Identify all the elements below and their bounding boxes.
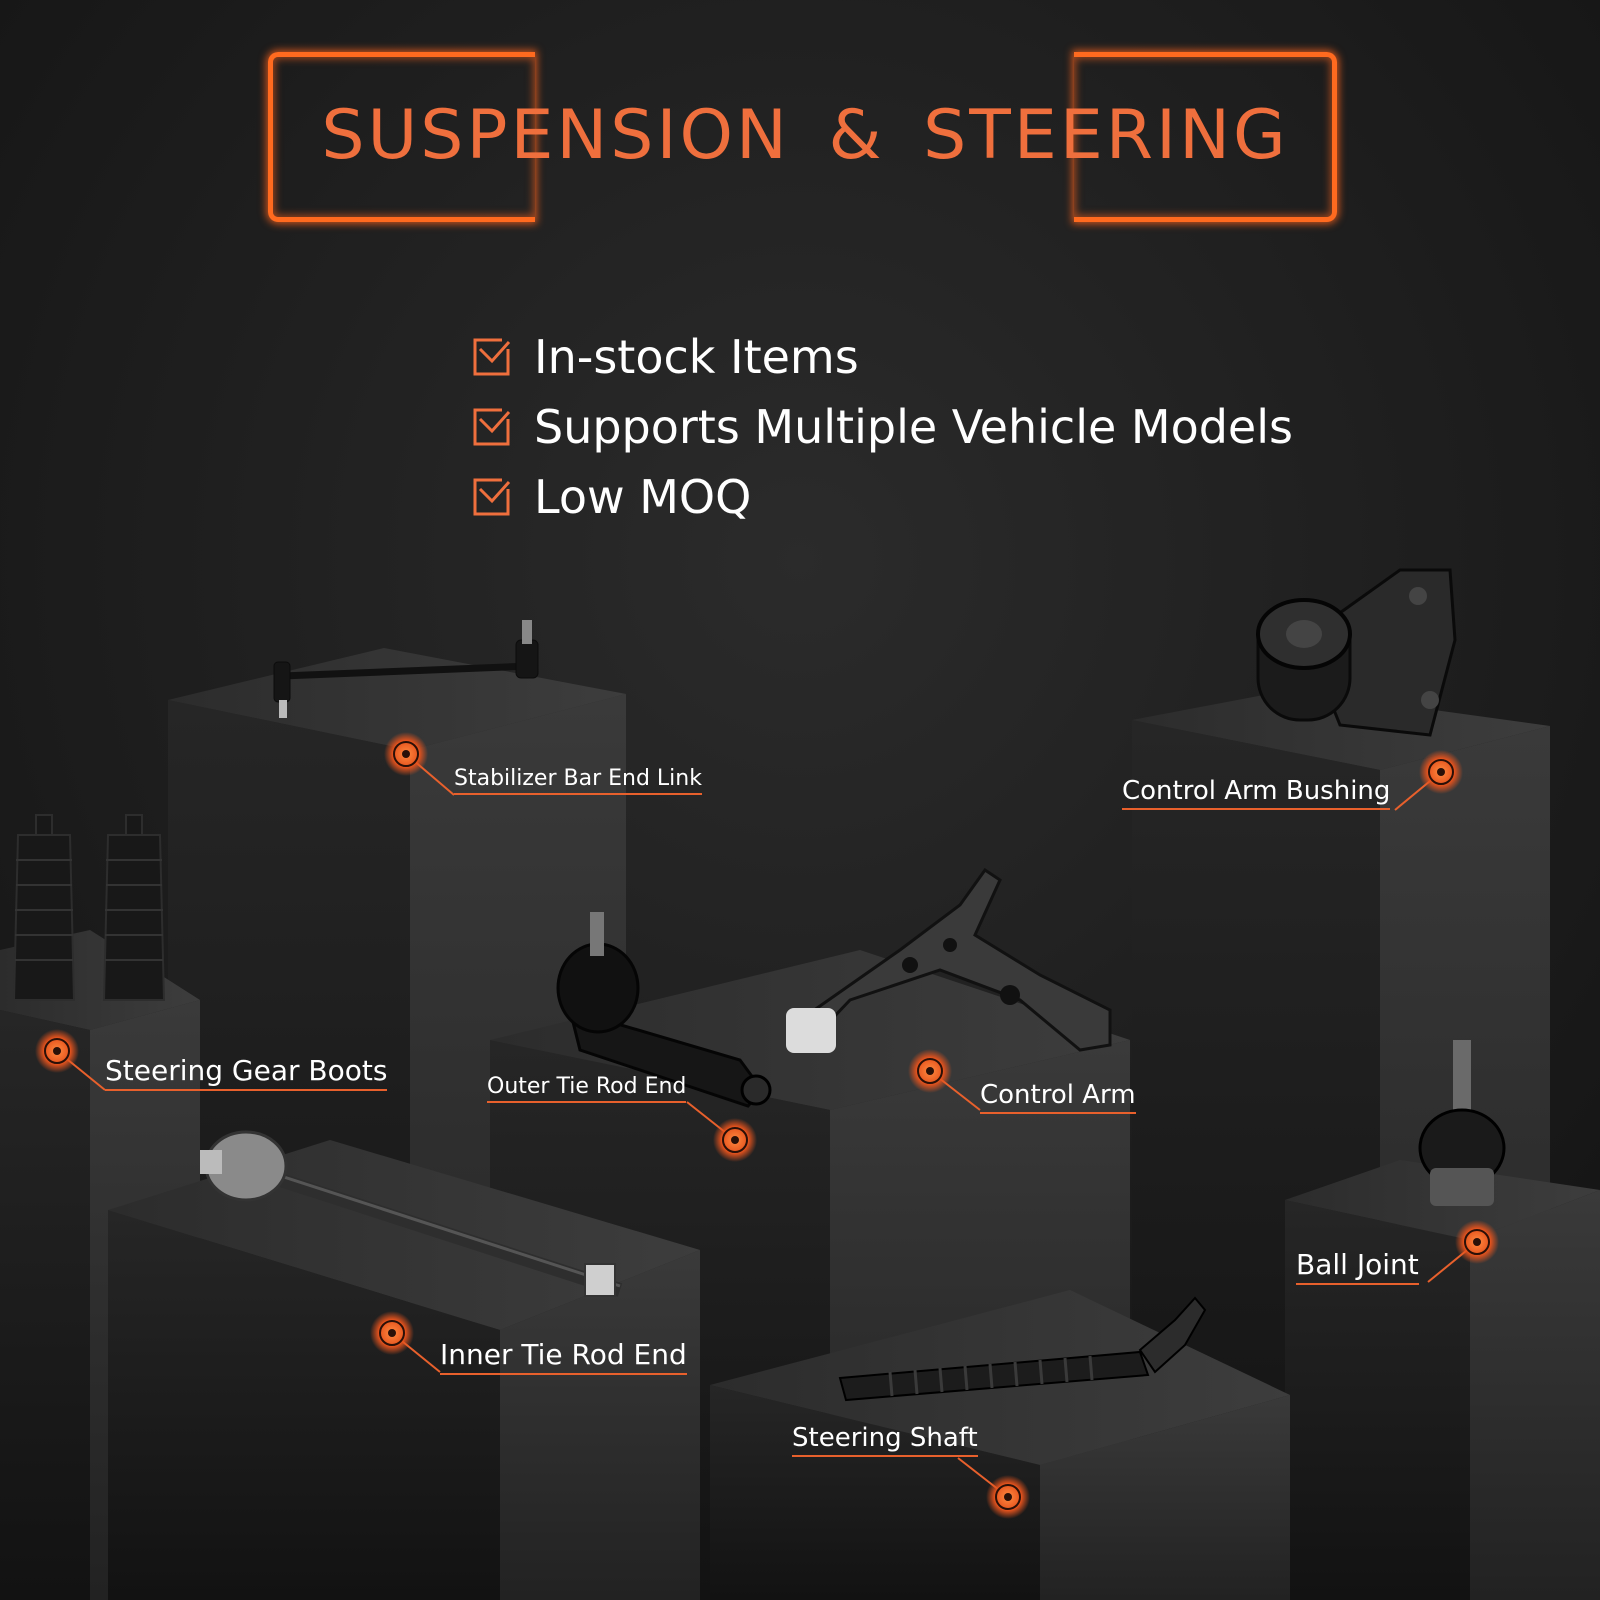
checkbox-icon — [473, 478, 511, 516]
label-steering-gear-boots: Steering Gear Boots — [105, 1054, 388, 1091]
feature-text: Supports Multiple Vehicle Models — [534, 400, 1293, 454]
marker-inner-tie-rod — [370, 1311, 414, 1355]
page-title: SUSPENSION & STEERING — [321, 96, 1289, 175]
feature-item: Supports Multiple Vehicle Models — [472, 392, 1293, 462]
feature-item: In-stock Items — [472, 322, 1293, 392]
marker-ball-joint — [1455, 1220, 1499, 1264]
marker-stabilizer — [384, 732, 428, 776]
steering-gear-boots-image — [12, 814, 166, 1001]
feature-text: Low MOQ — [534, 470, 752, 524]
frame-right-bracket — [1074, 52, 1337, 222]
label-control-arm: Control Arm — [980, 1080, 1136, 1114]
label-stabilizer-bar-end-link: Stabilizer Bar End Link — [454, 766, 702, 795]
feature-list: In-stock Items Supports Multiple Vehicle… — [472, 322, 1293, 532]
marker-boots — [35, 1029, 79, 1073]
label-outer-tie-rod-end: Outer Tie Rod End — [487, 1074, 687, 1103]
marker-bushing — [1419, 750, 1463, 794]
marker-control-arm — [908, 1049, 952, 1093]
label-control-arm-bushing: Control Arm Bushing — [1122, 776, 1391, 810]
outer-tie-rod-end-image — [556, 912, 772, 1108]
control-arm-image — [786, 867, 1112, 1053]
feature-text: In-stock Items — [534, 330, 859, 384]
steering-shaft-image — [838, 1296, 1207, 1402]
stabilizer-link-image — [273, 620, 539, 718]
marker-outer-tie-rod — [713, 1118, 757, 1162]
inner-tie-rod-end-image — [200, 1130, 623, 1297]
feature-item: Low MOQ — [472, 462, 1293, 532]
checkbox-icon — [473, 338, 511, 376]
podium-ball-joint — [1285, 1160, 1600, 1600]
marker-steering-shaft — [986, 1475, 1030, 1519]
frame-left-bracket — [268, 52, 535, 222]
label-inner-tie-rod-end: Inner Tie Rod End — [440, 1338, 687, 1375]
label-ball-joint: Ball Joint — [1296, 1248, 1419, 1285]
ball-joint-image — [1418, 1040, 1506, 1206]
label-steering-shaft: Steering Shaft — [792, 1423, 978, 1457]
control-arm-bushing-image — [1256, 568, 1457, 737]
checkbox-icon — [473, 408, 511, 446]
